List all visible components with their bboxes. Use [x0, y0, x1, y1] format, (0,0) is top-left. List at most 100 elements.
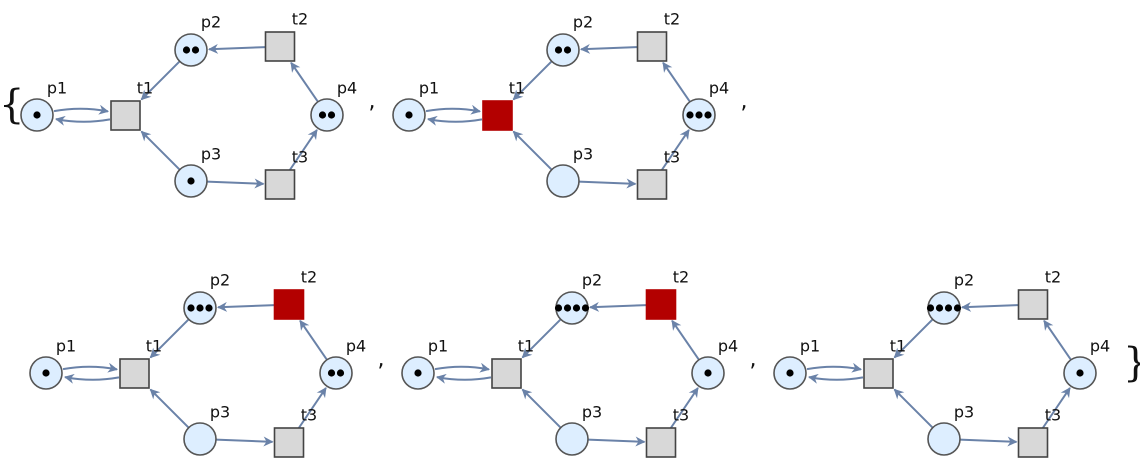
token: [935, 304, 944, 312]
arc-p3-t1: [893, 388, 934, 429]
token: [554, 46, 563, 54]
token: [414, 369, 422, 377]
place-label-p1: p1: [56, 337, 76, 356]
arc-p2-t1: [521, 318, 562, 359]
arc-t1-p1: [808, 373, 864, 384]
transition-t2: [1017, 289, 1049, 320]
arc-p2-t1: [893, 318, 934, 359]
place-p3: [927, 422, 961, 456]
transition-t3: [645, 427, 677, 458]
arc-p3-t1: [512, 130, 553, 171]
place-label-p3: p3: [210, 403, 230, 422]
arc-p4-t2: [1043, 319, 1072, 361]
arc-p3-t3: [578, 178, 637, 189]
transition-t1: [863, 358, 894, 389]
arc-p3-t3: [959, 436, 1018, 447]
arc-t1-p1: [436, 373, 492, 384]
place-label-p2: p2: [582, 271, 602, 290]
place-label-p3: p3: [582, 403, 602, 422]
fired-transition-t2: [273, 289, 305, 320]
transition-label-t2: t2: [1045, 268, 1061, 287]
place-p2: [174, 33, 208, 67]
arc-p4-t2: [671, 319, 700, 361]
token: [704, 369, 712, 377]
open-brace: {: [0, 82, 24, 128]
place-label-p2: p2: [573, 13, 593, 32]
place-label-p1: p1: [428, 337, 448, 356]
arc-p3-t3: [215, 436, 274, 447]
place-p3: [555, 422, 589, 456]
transition-label-t2: t2: [664, 10, 680, 29]
arc-t3-p4: [669, 387, 699, 429]
transition-t1: [110, 100, 141, 131]
close-brace: }: [1123, 340, 1140, 386]
transition-t3: [273, 427, 305, 458]
arc-t1-p1: [64, 373, 120, 384]
transition-t2: [636, 31, 668, 62]
place-label-p3: p3: [954, 403, 974, 422]
arc-p3-t1: [149, 388, 190, 429]
arc-t3-p4: [297, 387, 327, 429]
separator-comma: ,: [369, 89, 376, 114]
token: [327, 369, 336, 377]
arc-p1-t1: [53, 104, 109, 115]
token: [704, 111, 712, 119]
arc-p1-t1: [434, 362, 490, 373]
place-label-p1: p1: [47, 79, 67, 98]
arc-p3-t3: [587, 436, 646, 447]
arc-p4-t2: [290, 61, 319, 103]
separator-comma: ,: [750, 347, 757, 372]
token: [182, 46, 191, 54]
transition-label-t3: t3: [1045, 406, 1061, 425]
arc-t1-p1: [55, 115, 111, 126]
place-label-p1: p1: [800, 337, 820, 356]
token: [926, 304, 935, 312]
token: [695, 111, 703, 119]
transition-label-t3: t3: [673, 406, 689, 425]
place-label-p1: p1: [419, 79, 439, 98]
token: [327, 111, 336, 119]
arc-p4-t2: [299, 319, 328, 361]
transition-t2: [264, 31, 296, 62]
place-label-p4: p4: [1090, 337, 1110, 356]
transition-t3: [264, 169, 296, 200]
token: [196, 304, 204, 312]
arc-p3-t3: [206, 178, 265, 189]
transition-label-t3: t3: [664, 148, 680, 167]
place-p3: [546, 164, 580, 198]
arc-p2-t1: [149, 318, 190, 359]
arc-p3-t1: [521, 388, 562, 429]
transition-label-t2: t2: [673, 268, 689, 287]
arc-t3-p4: [288, 129, 318, 171]
place-p4: [310, 98, 344, 132]
place-p4: [319, 356, 353, 390]
transition-t1: [491, 358, 522, 389]
separator-comma: ,: [741, 89, 748, 114]
transition-label-t3: t3: [292, 148, 308, 167]
transition-label-t3: t3: [301, 406, 317, 425]
arc-t2-p2: [207, 43, 266, 54]
place-label-p4: p4: [718, 337, 738, 356]
token: [33, 111, 41, 119]
token: [336, 369, 345, 377]
place-label-p4: p4: [709, 79, 729, 98]
token: [944, 304, 953, 312]
token: [1076, 369, 1084, 377]
transition-t1: [119, 358, 150, 389]
token: [187, 304, 195, 312]
place-label-p3: p3: [201, 145, 221, 164]
arc-p1-t1: [806, 362, 862, 373]
transition-label-t2: t2: [292, 10, 308, 29]
token: [205, 304, 213, 312]
transition-label-t1: t1: [518, 337, 534, 356]
place-label-p3: p3: [573, 145, 593, 164]
arc-p2-t1: [512, 60, 553, 101]
token: [786, 369, 794, 377]
place-p2: [546, 33, 580, 67]
place-label-p2: p2: [201, 13, 221, 32]
separator-comma: ,: [378, 347, 385, 372]
